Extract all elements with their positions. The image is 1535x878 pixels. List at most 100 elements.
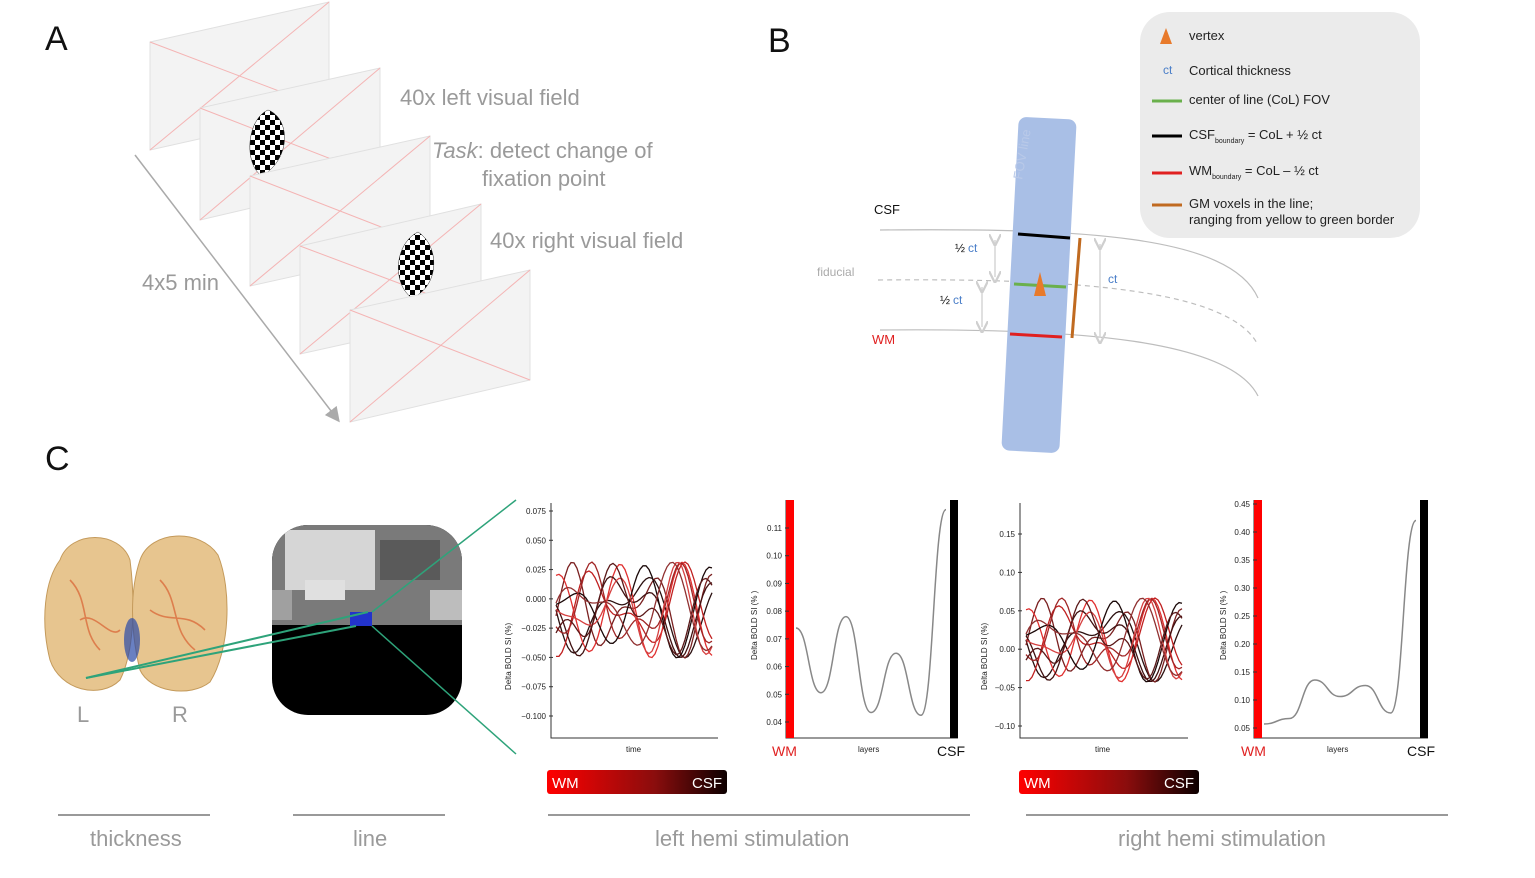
chart4-ytick: 0.30 (1234, 584, 1250, 593)
frame-5 (349, 269, 531, 423)
chart2-profile-line (795, 508, 947, 717)
chart1-ytick: 0.000 (526, 595, 547, 604)
chart3-ytick: 0.00 (999, 645, 1015, 654)
chart1-series-line (555, 561, 713, 658)
footer-line: line (353, 826, 387, 851)
projection-line-2 (85, 625, 357, 679)
chart4-wm-bar (1254, 500, 1262, 738)
chart3-series-line (1025, 597, 1183, 683)
chart2-csf-bar (950, 500, 958, 738)
legend-col: center of line (CoL) FOV (1189, 92, 1330, 107)
chart1-yticks: 0.0750.0500.0250.000−0.025−0.050−0.075−0… (521, 507, 553, 721)
legend-vertex: vertex (1189, 28, 1225, 43)
zoom-line-bottom (371, 625, 517, 755)
right-profile-chart: 0.450.400.350.300.250.200.150.100.05 lay… (1219, 500, 1435, 759)
chart1-ytick: 0.050 (526, 536, 547, 545)
chart4-ytick: 0.45 (1234, 500, 1250, 509)
legend-csf: CSFboundary = CoL + ½ ct (1189, 127, 1322, 145)
legend-gm-line2: ranging from yellow to green border (1189, 212, 1395, 227)
chart2-ytick: 0.11 (767, 524, 783, 533)
chart4-axes (1253, 500, 1428, 739)
left-gradient-csf: CSF (692, 775, 722, 792)
chart2-csf-label: CSF (937, 743, 965, 759)
chart1-ytick: −0.025 (521, 624, 546, 633)
chart3-ytick: 0.05 (999, 607, 1015, 616)
chart2-wm-bar (786, 500, 794, 738)
time-arrow (134, 154, 340, 423)
chart4-ytick: 0.35 (1234, 556, 1250, 565)
legend-box: vertex ct Cortical thickness center of l… (1140, 12, 1420, 238)
chart2-ytick: 0.08 (766, 607, 782, 616)
brain-r-label: R (172, 702, 188, 727)
chart3-series-line (1025, 597, 1183, 677)
legend-ct: Cortical thickness (1189, 63, 1291, 78)
chart4-ytick: 0.10 (1234, 696, 1250, 705)
chart3-series-line (1025, 610, 1183, 682)
chart3-series-line (1025, 597, 1183, 682)
legend-wm: WMboundary = CoL – ½ ct (1189, 163, 1319, 181)
csf-label: CSF (874, 202, 900, 217)
chart4-ytick: 0.25 (1234, 612, 1250, 621)
duration-label: 4x5 min (142, 270, 219, 295)
stimulus-frames (149, 1, 531, 423)
chart1-series-line (555, 565, 713, 659)
right-timecourse-chart: 0.150.100.050.00−0.05−0.10 time Delta BO… (980, 503, 1188, 754)
chart2-ytick: 0.06 (766, 663, 782, 672)
panel-c-letter: C (45, 440, 70, 478)
legend-vertex-icon (1160, 28, 1172, 44)
chart3-ytick: −0.10 (995, 722, 1016, 731)
csf-boundary-curve (879, 229, 1259, 299)
task-label-line2: fixation point (482, 166, 606, 191)
legend-gm-line1: GM voxels in the line; (1189, 196, 1313, 211)
vertex-icon (1034, 272, 1046, 296)
panel-a-letter: A (45, 20, 68, 58)
chart4-yticks: 0.450.400.350.300.250.200.150.100.05 (1234, 500, 1257, 733)
chart3-series (1025, 597, 1183, 683)
chart2-ytick: 0.10 (766, 552, 782, 561)
chart2-xlabel: layers (858, 745, 879, 754)
chart1-series-line (555, 576, 713, 658)
chart4-ytick: 0.05 (1234, 724, 1250, 733)
right-gradient-wm: WM (1024, 775, 1051, 792)
chart4-ytick: 0.15 (1234, 668, 1250, 677)
wm-label: WM (872, 332, 895, 347)
panel-b-letter: B (768, 22, 791, 60)
chart1-series-line (555, 562, 713, 656)
fiducial-curve (877, 279, 1259, 346)
ct-label: ct (1108, 272, 1118, 286)
zoom-line-top (371, 499, 517, 613)
chart2-ylabel: Delta BOLD SI (% ) (750, 590, 759, 660)
chart3-series-line (1025, 598, 1183, 680)
right-hemisphere (132, 535, 228, 692)
wm-boundary-segment (1009, 332, 1063, 339)
left-gradient-bar (547, 770, 727, 794)
left-field-label: 40x left visual field (400, 85, 580, 110)
chart1-ytick: −0.075 (521, 683, 546, 692)
chart4-ylabel: Delta BOLD SI (% ) (1219, 590, 1228, 660)
task-label: Task: detect change of (432, 138, 653, 163)
chart2-wm-label: WM (772, 743, 797, 759)
chart1-series-line (555, 561, 713, 644)
gm-voxels-segment (1070, 237, 1082, 339)
chart4-csf-bar (1420, 500, 1428, 738)
left-gradient-wm: WM (552, 775, 579, 792)
wm-boundary-curve (879, 329, 1259, 397)
chart2-ytick: 0.05 (766, 690, 782, 699)
right-field-label: 40x right visual field (490, 228, 683, 253)
chart3-ylabel: Delta BOLD SI (%) (980, 623, 989, 690)
chart2-axes (785, 500, 958, 739)
right-gradient-csf: CSF (1164, 775, 1194, 792)
chart1-ytick: −0.100 (521, 712, 546, 721)
chart3-axes (1019, 503, 1188, 739)
projection-line-1 (85, 611, 369, 679)
legend-background (1140, 12, 1420, 238)
chart2-yticks: 0.110.100.090.080.070.060.050.04 (766, 524, 789, 727)
chart3-series-line (1025, 597, 1183, 670)
chart4-profile-line (1263, 519, 1417, 725)
chart1-series-line (555, 561, 713, 652)
chart1-series-line (555, 561, 713, 656)
